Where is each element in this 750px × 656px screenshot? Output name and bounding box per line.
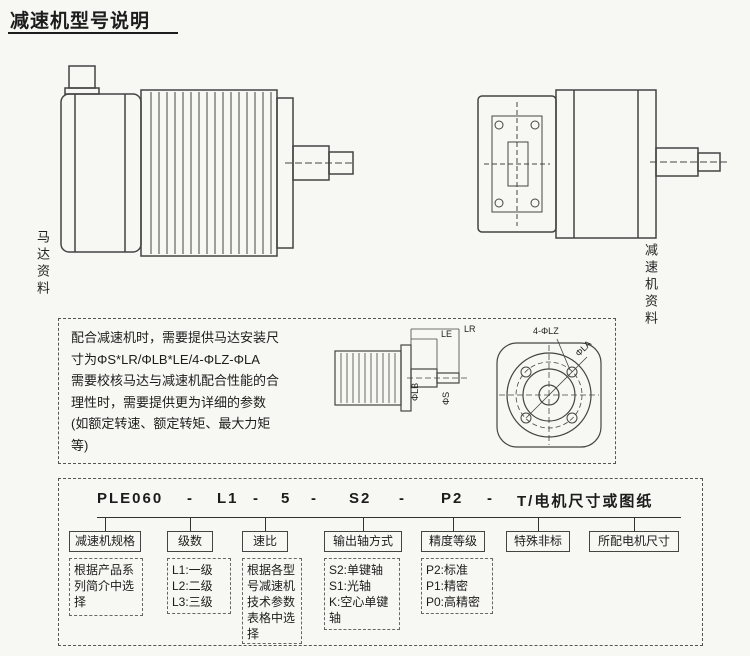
model-code-box: PLE060 - L1 - 5 - S2 - P2 - T/电机尺寸或图纸 减速… bbox=[58, 478, 703, 646]
motor-data-label: 马达资料 bbox=[35, 230, 50, 298]
mounting-dimensions-drawing: LR LE ΦLB ΦS 4-ΦLZ ΦLA bbox=[334, 324, 602, 448]
gearbox-drawing bbox=[477, 89, 730, 239]
model-separator: - bbox=[253, 490, 260, 507]
dim-label-lb: ΦLB bbox=[410, 383, 420, 401]
connector-tick bbox=[453, 517, 454, 531]
model-segment-grade: P2 bbox=[441, 490, 464, 507]
model-separator: - bbox=[311, 490, 318, 507]
connector-tick bbox=[105, 517, 106, 531]
breakdown-title-stages: 级数 bbox=[167, 531, 213, 552]
breakdown-title-spec: 减速机规格 bbox=[69, 531, 141, 552]
dim-label-lz: 4-ΦLZ bbox=[533, 326, 559, 336]
breakdown-title-ratio: 速比 bbox=[242, 531, 288, 552]
motor-shaft bbox=[285, 145, 355, 181]
flange-front-view bbox=[496, 338, 602, 448]
model-segment-motor: T/电机尺寸或图纸 bbox=[517, 493, 654, 510]
dim-label-s: ΦS bbox=[441, 392, 451, 405]
connector-tick bbox=[265, 517, 266, 531]
motor-side-view bbox=[334, 344, 467, 412]
model-segment-ratio: 5 bbox=[281, 490, 292, 507]
model-underline bbox=[97, 517, 681, 518]
mounting-note-box: 配合减速机时，需要提供马达安装尺 寸为ΦS*LR/ΦLB*LE/4-ΦLZ-ΦL… bbox=[58, 318, 616, 464]
motor-end-ring bbox=[276, 97, 294, 249]
motor-finned-body bbox=[140, 89, 278, 257]
dim-label-la: ΦLA bbox=[573, 338, 593, 358]
breakdown-detail-grade: P2:标准 P1:精密 P0:高精密 bbox=[421, 558, 493, 614]
mounting-note-text: 配合减速机时，需要提供马达安装尺 寸为ΦS*LR/ΦLB*LE/4-ΦLZ-ΦL… bbox=[71, 330, 280, 453]
breakdown-detail-shaft: S2:单键轴 S1:光轴 K:空心单键轴 bbox=[324, 558, 400, 630]
title-underline bbox=[8, 32, 178, 34]
dim-label-le: LE bbox=[441, 329, 452, 339]
connector-tick bbox=[634, 517, 635, 531]
motor-drawing bbox=[60, 65, 355, 257]
gearbox-output-shaft bbox=[650, 147, 730, 177]
breakdown-detail-spec: 根据产品系列简介中选择 bbox=[69, 558, 143, 616]
breakdown-title-grade: 精度等级 bbox=[421, 531, 485, 552]
connector-tick bbox=[538, 517, 539, 531]
model-separator: - bbox=[187, 490, 194, 507]
breakdown-title-custom: 特殊非标 bbox=[506, 531, 570, 552]
dim-label-lr: LR bbox=[464, 324, 476, 334]
dimension-lines bbox=[410, 328, 460, 373]
model-separator: - bbox=[399, 490, 406, 507]
breakdown-title-shaft: 输出轴方式 bbox=[324, 531, 402, 552]
model-separator: - bbox=[487, 490, 494, 507]
breakdown-title-motor-size: 所配电机尺寸 bbox=[589, 531, 679, 552]
model-segment-shaft: S2 bbox=[349, 490, 372, 507]
motor-terminal-box bbox=[64, 65, 100, 95]
model-segment-series: PLE060 bbox=[97, 490, 164, 507]
motor-front-housing bbox=[60, 93, 142, 253]
model-segment-stages: L1 bbox=[217, 490, 239, 507]
connector-tick bbox=[363, 517, 364, 531]
gearbox-data-label: 减速机资料 bbox=[643, 243, 658, 328]
connector-tick bbox=[190, 517, 191, 531]
breakdown-detail-ratio: 根据各型号减速机技术参数表格中选择 bbox=[242, 558, 302, 644]
gearbox-body bbox=[555, 89, 657, 239]
page-title: 减速机型号说明 bbox=[10, 11, 151, 32]
gearbox-flange bbox=[477, 95, 557, 233]
breakdown-detail-stages: L1:一级 L2:二级 L3:三级 bbox=[167, 558, 231, 614]
